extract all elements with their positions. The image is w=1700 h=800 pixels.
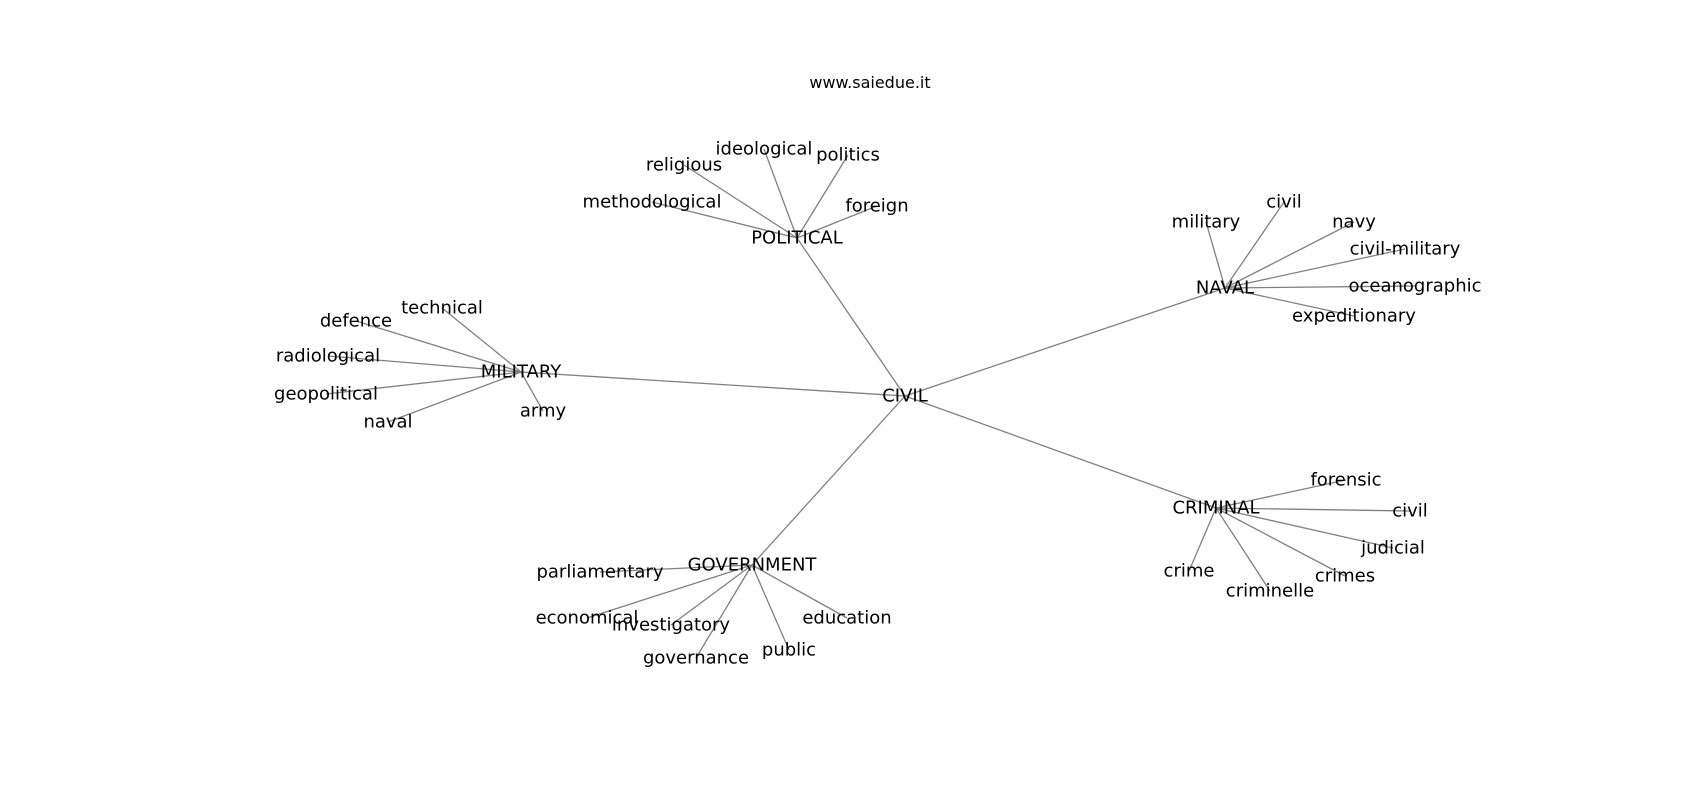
edge-government-investigatory	[670, 564, 753, 626]
edge-military-defence	[355, 320, 522, 373]
edge-government-public	[751, 564, 790, 651]
node-center-civil: CIVIL	[882, 386, 928, 407]
edge-civil-criminal	[904, 395, 1217, 509]
node-criminal-crime: crime	[1164, 561, 1215, 582]
edge-criminal-civil	[1215, 507, 1411, 512]
node-government-economical: economical	[536, 608, 639, 629]
node-naval-navy: navy	[1332, 212, 1376, 233]
edge-naval-civil	[1224, 201, 1285, 289]
edge-military-radiological	[327, 355, 522, 373]
node-criminal-crimes: crimes	[1315, 566, 1375, 587]
edge-political-foreign	[796, 205, 878, 239]
node-political-methodological: methodological	[583, 192, 722, 213]
graph-edges	[325, 148, 1416, 659]
node-military-geopolitical: geopolitical	[274, 384, 378, 405]
node-naval-expeditionary: expeditionary	[1292, 306, 1416, 327]
edge-political-politics	[796, 154, 849, 239]
node-naval-oceanographic: oceanographic	[1348, 276, 1481, 297]
node-government-education: education	[802, 608, 891, 629]
node-military-technical: technical	[401, 298, 483, 319]
edge-naval-civil-military	[1224, 248, 1406, 289]
edge-criminal-judicial	[1215, 507, 1394, 549]
edge-military-army	[520, 371, 544, 412]
node-government-investigatory: investigatory	[612, 615, 730, 636]
edge-political-religious	[683, 164, 798, 239]
edge-political-methodological	[651, 201, 798, 239]
edge-government-education	[751, 564, 848, 619]
node-military-army: army	[520, 401, 567, 422]
node-military-defence: defence	[320, 311, 392, 332]
edge-naval-expeditionary	[1224, 287, 1355, 317]
node-criminal-civil: civil	[1392, 501, 1428, 522]
site-label: www.saiedue.it	[809, 73, 930, 92]
edge-criminal-forensic	[1215, 479, 1347, 509]
edge-naval-oceanographic	[1224, 285, 1416, 289]
edge-civil-political	[796, 237, 906, 397]
edge-naval-navy	[1224, 221, 1355, 289]
node-naval-military: military	[1172, 212, 1241, 233]
edge-criminal-criminelle	[1215, 507, 1271, 592]
node-criminal-judicial: judicial	[1360, 538, 1425, 559]
node-hub-government: GOVERNMENT	[688, 555, 818, 576]
edge-government-economical	[586, 564, 753, 619]
node-naval-civil-military: civil-military	[1350, 239, 1461, 260]
node-criminal-forensic: forensic	[1310, 470, 1381, 491]
edge-government-governance	[695, 564, 753, 659]
node-government-governance: governance	[643, 648, 749, 669]
edge-naval-military	[1205, 221, 1226, 289]
node-government-parliamentary: parliamentary	[536, 562, 663, 583]
edge-political-ideological	[763, 148, 798, 239]
node-naval-civil: civil	[1266, 192, 1302, 213]
node-hub-military: MILITARY	[481, 362, 562, 383]
edge-criminal-crime	[1188, 507, 1217, 572]
edge-civil-government	[751, 395, 906, 566]
node-political-religious: religious	[646, 155, 722, 176]
edge-government-parliamentary	[599, 564, 753, 573]
edge-civil-naval	[904, 287, 1226, 397]
edge-military-technical	[441, 307, 522, 373]
edge-criminal-crimes	[1215, 507, 1346, 577]
node-military-naval: naval	[363, 412, 412, 433]
node-political-foreign: foreign	[845, 196, 908, 217]
node-hub-naval: NAVAL	[1196, 278, 1254, 299]
edge-civil-military	[520, 371, 906, 397]
node-hub-criminal: CRIMINAL	[1172, 498, 1259, 519]
node-hub-political: POLITICAL	[751, 228, 843, 249]
edge-military-geopolitical	[325, 371, 522, 395]
node-military-radiological: radiological	[276, 346, 380, 367]
node-government-public: public	[762, 640, 816, 661]
node-criminal-criminelle: criminelle	[1226, 581, 1314, 602]
node-political-politics: politics	[816, 145, 880, 166]
graph-labels: www.saiedue.it CIVIL POLITICAL ideological…	[274, 73, 1481, 669]
node-political-ideological: ideological	[716, 139, 813, 160]
edge-military-naval	[387, 371, 522, 423]
